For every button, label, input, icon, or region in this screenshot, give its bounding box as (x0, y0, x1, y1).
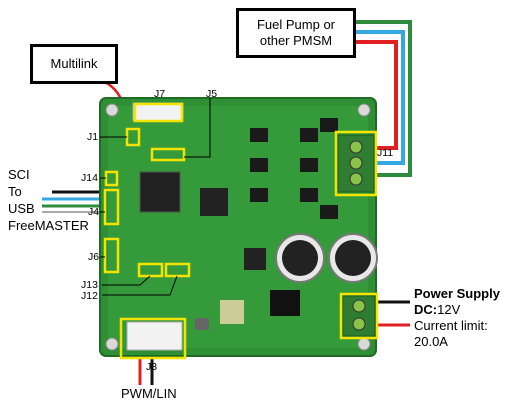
power-title: Power Supply (414, 286, 500, 301)
pwm-lin-label: PWM/LIN (121, 386, 177, 401)
sci-line3: USB (8, 201, 35, 216)
power-dc-label: DC: (414, 302, 438, 317)
sci-line1: SCI (8, 167, 30, 182)
fuel-pump-callout: Fuel Pump or other PMSM (236, 8, 356, 58)
multilink-label: Multilink (50, 56, 98, 71)
sci-label: SCI To USB FreeMASTER (8, 166, 89, 234)
j7-label: J7 (154, 88, 166, 100)
j1-label: J1 (87, 131, 99, 143)
j12-label: J12 (81, 290, 98, 302)
pwm-lin-wires (138, 355, 154, 385)
j11-label: J11 (377, 147, 394, 159)
sci-line2: To (8, 184, 22, 199)
power-wires (378, 300, 410, 327)
motor-wires (355, 20, 412, 177)
fuel-pump-line2: other PMSM (259, 33, 333, 48)
power-limit-label: Current limit: (414, 318, 488, 333)
j6-label: J6 (88, 251, 100, 263)
multilink-callout: Multilink (30, 44, 118, 84)
j13-label: J13 (81, 279, 98, 291)
j5-label: J5 (206, 88, 218, 100)
fuel-pump-line1: Fuel Pump or (256, 17, 336, 32)
j4-label: J4 (88, 206, 100, 218)
power-limit-value: 20.0A (414, 334, 448, 349)
leader-lines (100, 98, 211, 296)
j3-label: J3 (146, 361, 158, 373)
power-supply-label: Power Supply DC:12V Current limit: 20.0A (414, 286, 500, 350)
sci-cable (42, 190, 105, 213)
sci-line4: FreeMASTER (8, 218, 89, 233)
connector-bodies (126, 102, 376, 351)
j14-label: J14 (81, 172, 98, 184)
power-dc-value: 12V (437, 302, 461, 317)
